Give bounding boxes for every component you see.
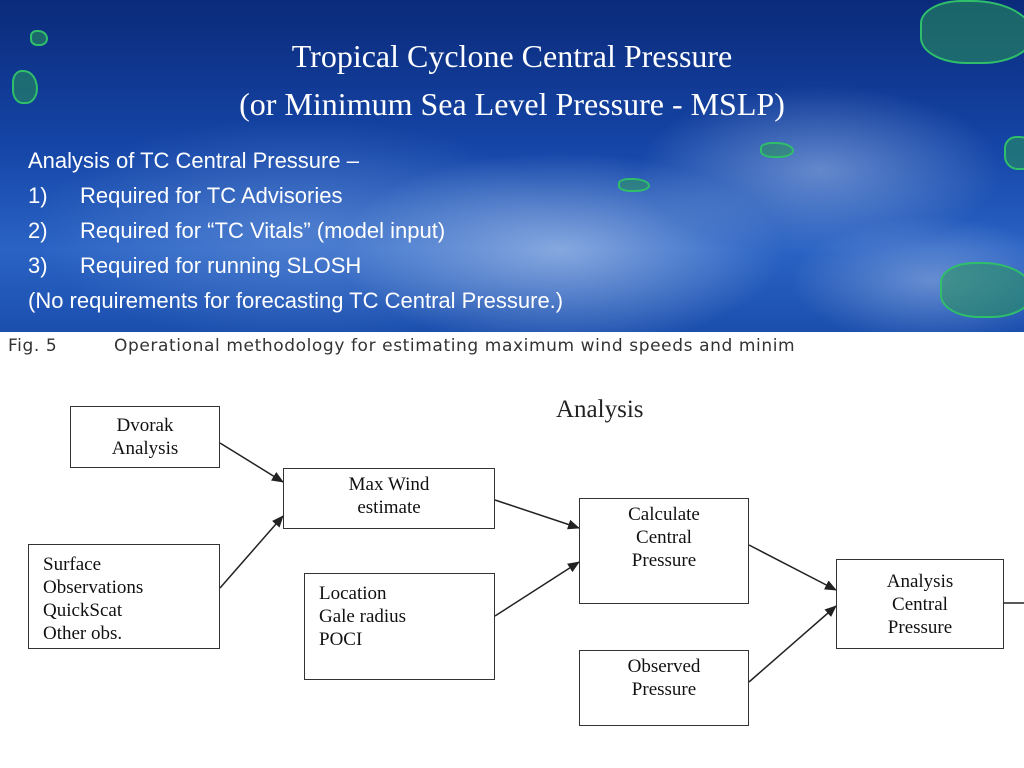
bullet-item: 3) Required for running SLOSH bbox=[28, 248, 563, 283]
arrow-location-to-calc bbox=[494, 561, 580, 617]
box-line: Location bbox=[319, 583, 387, 604]
box-line: Analysis bbox=[111, 438, 179, 459]
bullet-text: Required for running SLOSH bbox=[80, 253, 362, 278]
surface-observations-box: Surface Observations QuickScat Other obs… bbox=[28, 544, 220, 649]
box-line: Max Wind bbox=[348, 474, 430, 495]
bullet-text: Required for TC Advisories bbox=[80, 183, 343, 208]
box-line: POCI bbox=[319, 629, 363, 650]
box-line: Gale radius bbox=[319, 606, 407, 627]
box-line: QuickScat bbox=[43, 600, 123, 621]
box-line: Pressure bbox=[631, 550, 697, 571]
bullet-number: 1) bbox=[28, 183, 48, 208]
island-shape bbox=[618, 178, 650, 192]
calculate-central-pressure-box: Calculate Central Pressure bbox=[579, 498, 749, 604]
box-line: Dvorak bbox=[116, 415, 174, 436]
diagram-heading: Analysis bbox=[556, 396, 644, 423]
arrow-dvorak-to-maxwind bbox=[219, 442, 284, 483]
arrow-observed-to-analysis bbox=[748, 605, 837, 683]
island-shape bbox=[760, 142, 794, 158]
bullet-number: 2) bbox=[28, 218, 48, 243]
island-shape bbox=[940, 262, 1024, 318]
box-line: Other obs. bbox=[43, 623, 123, 644]
island-shape bbox=[920, 0, 1024, 64]
figure-caption-text: Operational methodology for estimating m… bbox=[114, 336, 796, 356]
figure-number: Fig. 5 bbox=[8, 336, 58, 356]
box-line: Observations bbox=[43, 577, 144, 598]
satellite-banner: Tropical Cyclone Central Pressure (or Mi… bbox=[0, 0, 1024, 332]
slide-title-line2: (or Minimum Sea Level Pressure - MSLP) bbox=[239, 86, 785, 122]
island-shape bbox=[1004, 136, 1024, 170]
observed-pressure-box: Observed Pressure bbox=[579, 650, 749, 726]
location-gale-poci-box: Location Gale radius POCI bbox=[304, 573, 495, 680]
box-line: Central bbox=[636, 527, 692, 548]
max-wind-estimate-box: Max Wind estimate bbox=[283, 468, 495, 529]
bullet-number: 3) bbox=[28, 253, 48, 278]
arrow-maxwind-to-calc bbox=[494, 499, 580, 530]
box-line: Analysis bbox=[886, 570, 954, 592]
bullet-text: Required for “TC Vitals” (model input) bbox=[80, 218, 446, 243]
bullet-note: (No requirements for forecasting TC Cent… bbox=[28, 288, 564, 313]
arrow-surface-to-maxwind bbox=[219, 515, 284, 589]
figure-caption: Fig. 5 Operational methodology for estima… bbox=[8, 336, 1024, 356]
dvorak-analysis-box: Dvorak Analysis bbox=[70, 406, 220, 468]
box-line: Observed bbox=[627, 656, 701, 677]
bullet-item: 1) Required for TC Advisories bbox=[28, 178, 563, 213]
bullet-item: 2) Required for “TC Vitals” (model input) bbox=[28, 213, 563, 248]
box-line: Surface bbox=[43, 554, 102, 575]
box-line: Pressure bbox=[887, 616, 953, 638]
island-shape bbox=[12, 70, 38, 104]
arrow-calc-to-analysis bbox=[748, 544, 837, 591]
box-line: estimate bbox=[357, 497, 421, 518]
bullet-list: Analysis of TC Central Pressure – 1) Requ… bbox=[28, 143, 563, 318]
slide-title-line1: Tropical Cyclone Central Pressure bbox=[291, 38, 733, 74]
bullet-intro: Analysis of TC Central Pressure – bbox=[28, 148, 359, 173]
analysis-central-pressure-box: Analysis Central Pressure bbox=[836, 559, 1004, 649]
box-line: Central bbox=[892, 593, 948, 615]
island-shape bbox=[30, 30, 48, 46]
box-line: Calculate bbox=[628, 504, 700, 525]
box-line: Pressure bbox=[631, 679, 697, 700]
